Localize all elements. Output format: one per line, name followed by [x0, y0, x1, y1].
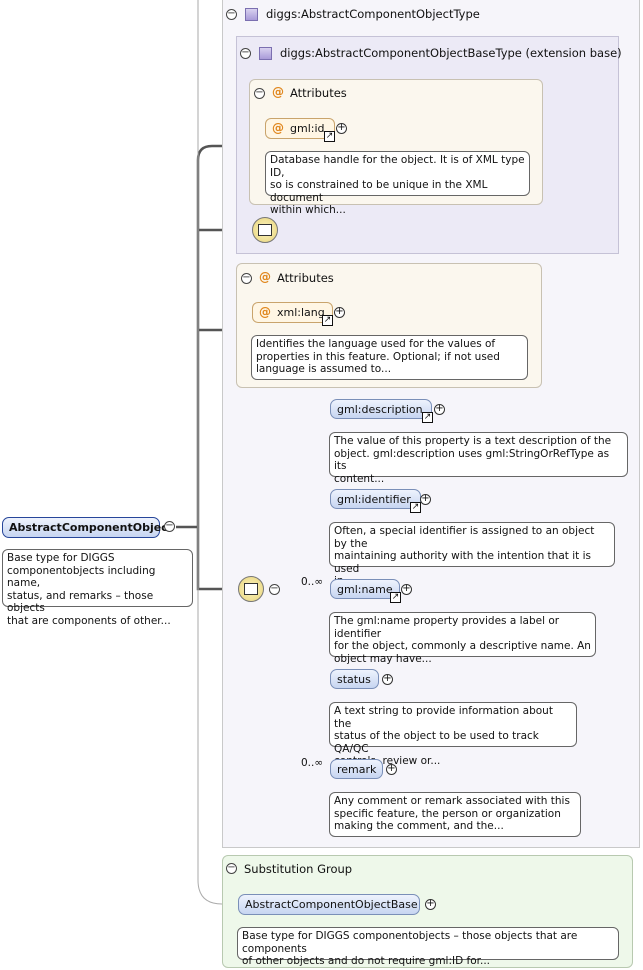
expand-gml-id-button[interactable]: +: [336, 122, 347, 134]
base-type-title: diggs:AbstractComponentObjectBaseType (e…: [280, 46, 622, 60]
abstract-component-object-base-doc: Base type for DIGGS componentobjects – t…: [237, 927, 619, 967]
type-panel-collapse-button[interactable]: −: [226, 8, 237, 20]
expand-gml-identifier-button[interactable]: +: [420, 493, 431, 505]
base-type-collapse-button[interactable]: −: [240, 47, 251, 59]
element-name: remark: [337, 763, 377, 776]
expand-xml-lang-button[interactable]: +: [334, 306, 345, 318]
element-gml-description[interactable]: gml:description: [330, 399, 432, 419]
base-attributes-title: Attributes: [290, 86, 347, 100]
complex-type-icon: [245, 8, 258, 21]
sequence-icon[interactable]: [252, 217, 278, 243]
element-name: AbstractComponentObjectBase: [245, 898, 418, 911]
reference-arrow-icon: ↗: [322, 315, 333, 326]
remark-multiplicity: 0..∞: [301, 757, 324, 769]
attribute-xml-lang[interactable]: @ xml:lang: [252, 302, 333, 323]
root-collapse-button[interactable]: −: [164, 520, 175, 532]
attribute-name: gml:id: [290, 122, 325, 135]
element-name: gml:identifier: [337, 493, 411, 506]
attribute-name: xml:lang: [277, 306, 325, 319]
remark-doc: Any comment or remark associated with th…: [329, 792, 581, 837]
expand-gml-description-button[interactable]: +: [434, 403, 445, 415]
element-name: status: [337, 673, 371, 686]
element-name: gml:description: [337, 403, 423, 416]
attribute-icon: @: [259, 270, 271, 284]
complex-type-icon: [259, 47, 272, 60]
attribute-icon: @: [272, 85, 284, 99]
reference-arrow-icon: ↗: [410, 502, 421, 513]
gml-id-doc: Database handle for the object. It is of…: [265, 151, 530, 216]
gml-name-doc: The gml:name property provides a label o…: [329, 612, 596, 665]
element-name: gml:name: [337, 583, 393, 596]
reference-arrow-icon: ↗: [324, 131, 335, 142]
attributes-title: Attributes: [277, 271, 334, 285]
sequence-icon[interactable]: [238, 576, 264, 602]
root-doc: Base type for DIGGS componentobjects inc…: [2, 549, 193, 627]
element-gml-identifier[interactable]: gml:identifier: [330, 489, 421, 509]
type-panel-title: diggs:AbstractComponentObjectType: [266, 7, 480, 21]
substitution-group-title: Substitution Group: [244, 862, 353, 876]
reference-arrow-icon: ↗: [390, 592, 401, 603]
base-attributes-collapse-button[interactable]: −: [254, 87, 265, 99]
gml-description-doc: The value of this property is a text des…: [329, 432, 628, 485]
expand-status-button[interactable]: +: [382, 673, 393, 685]
attributes-collapse-button[interactable]: −: [241, 272, 252, 284]
expand-abstract-component-object-base-button[interactable]: +: [425, 898, 436, 910]
element-remark[interactable]: remark: [330, 759, 383, 779]
attribute-gml-id[interactable]: @ gml:id: [265, 118, 335, 139]
substitution-group-collapse-button[interactable]: −: [226, 862, 237, 874]
gml-identifier-doc: Often, a special identifier is assigned …: [329, 522, 615, 587]
sequence-multiplicity: 0..∞: [301, 576, 324, 588]
expand-remark-button[interactable]: +: [386, 763, 397, 775]
attribute-icon: @: [259, 305, 271, 319]
root-element[interactable]: AbstractComponentObject: [2, 517, 173, 538]
expand-gml-name-button[interactable]: +: [401, 583, 412, 595]
root-element-name: AbstractComponentObject: [9, 521, 173, 534]
element-status[interactable]: status: [330, 669, 379, 689]
element-gml-name[interactable]: gml:name: [330, 579, 400, 599]
status-doc: A text string to provide information abo…: [329, 702, 577, 767]
xml-lang-doc: Identifies the language used for the val…: [251, 335, 528, 380]
sequence-collapse-button[interactable]: −: [269, 583, 280, 595]
attribute-icon: @: [272, 121, 284, 135]
element-abstract-component-object-base[interactable]: AbstractComponentObjectBase: [238, 894, 420, 915]
reference-arrow-icon: ↗: [422, 412, 433, 423]
